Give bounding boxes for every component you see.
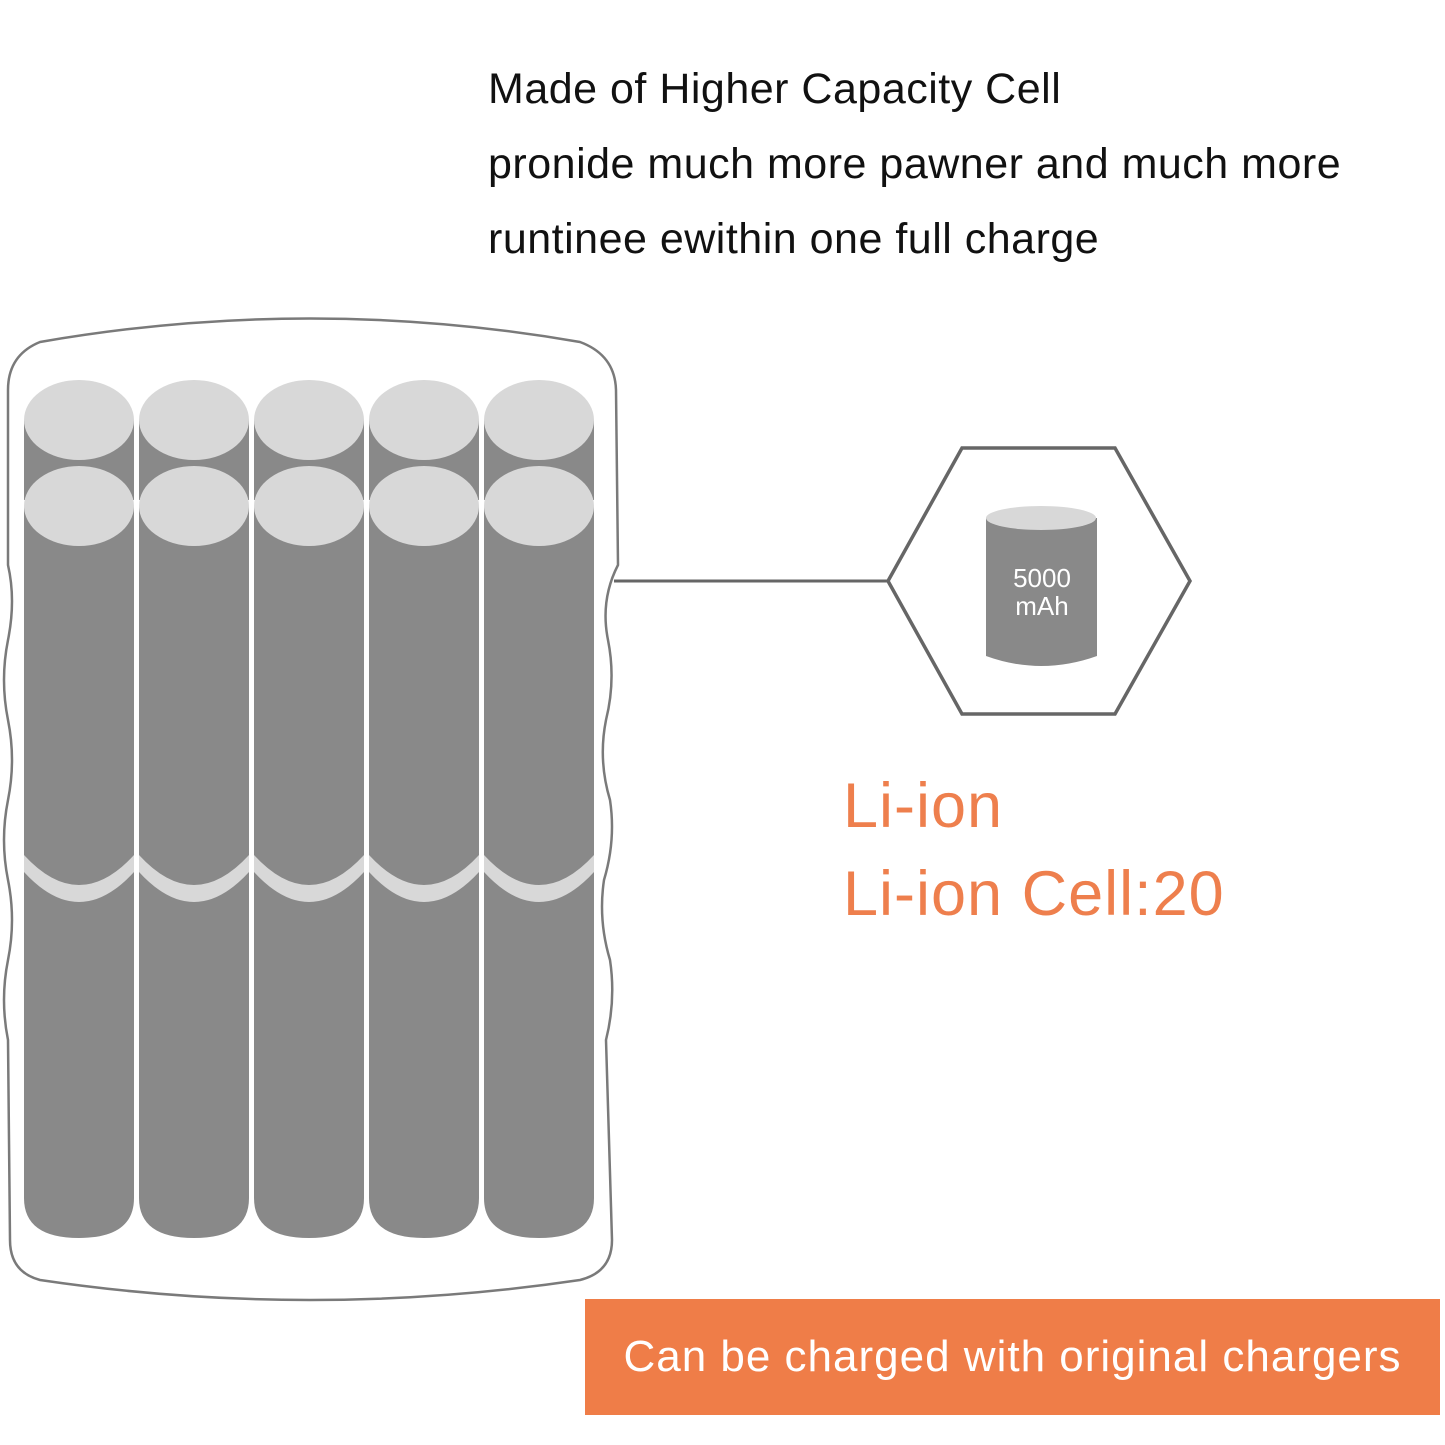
back-cell-top bbox=[24, 380, 134, 460]
back-cell-top bbox=[484, 380, 594, 460]
cell-seam bbox=[484, 855, 594, 902]
front-cell-top bbox=[254, 466, 364, 546]
cell-seam bbox=[24, 855, 134, 902]
chemistry-type-label: Li-ion bbox=[843, 771, 1004, 841]
front-cell-top bbox=[369, 466, 479, 546]
front-cell-body bbox=[24, 506, 134, 1238]
battery-cell-column bbox=[139, 380, 249, 1238]
battery-cell-column bbox=[254, 380, 364, 1238]
headline-line-2: pronide much more pawner and much more bbox=[488, 140, 1342, 188]
cell-seam bbox=[369, 855, 479, 902]
cell-seam bbox=[254, 855, 364, 902]
front-cell-body bbox=[484, 506, 594, 1238]
front-cell-top bbox=[484, 466, 594, 546]
single-cell-icon bbox=[986, 506, 1097, 666]
charger-banner-text: Can be charged with original chargers bbox=[623, 1332, 1402, 1381]
charger-banner: Can be charged with original chargers bbox=[585, 1299, 1440, 1415]
front-cell-body bbox=[139, 506, 249, 1238]
chemistry-labels: Li-ion Li-ion Cell:20 bbox=[843, 762, 1225, 938]
back-cell-top bbox=[254, 380, 364, 460]
battery-cell-column bbox=[24, 380, 134, 1238]
cell-capacity-unit: mAh bbox=[1015, 591, 1068, 621]
battery-cells bbox=[24, 380, 594, 1238]
headline-line-1: Made of Higher Capacity Cell bbox=[488, 65, 1062, 113]
back-cell-top bbox=[139, 380, 249, 460]
front-cell-top bbox=[24, 466, 134, 546]
cell-count-label: Li-ion Cell:20 bbox=[843, 859, 1225, 929]
headline-line-3: runtinee ewithin one full charge bbox=[488, 215, 1100, 263]
battery-cell-column bbox=[484, 380, 594, 1238]
front-cell-body bbox=[369, 506, 479, 1238]
back-cell-top bbox=[369, 380, 479, 460]
headline: Made of Higher Capacity Cell pronide muc… bbox=[488, 52, 1341, 277]
battery-cell-column bbox=[369, 380, 479, 1238]
front-cell-top bbox=[139, 466, 249, 546]
cell-seam bbox=[139, 855, 249, 902]
cell-capacity-value: 5000 bbox=[1013, 563, 1071, 593]
front-cell-body bbox=[254, 506, 364, 1238]
